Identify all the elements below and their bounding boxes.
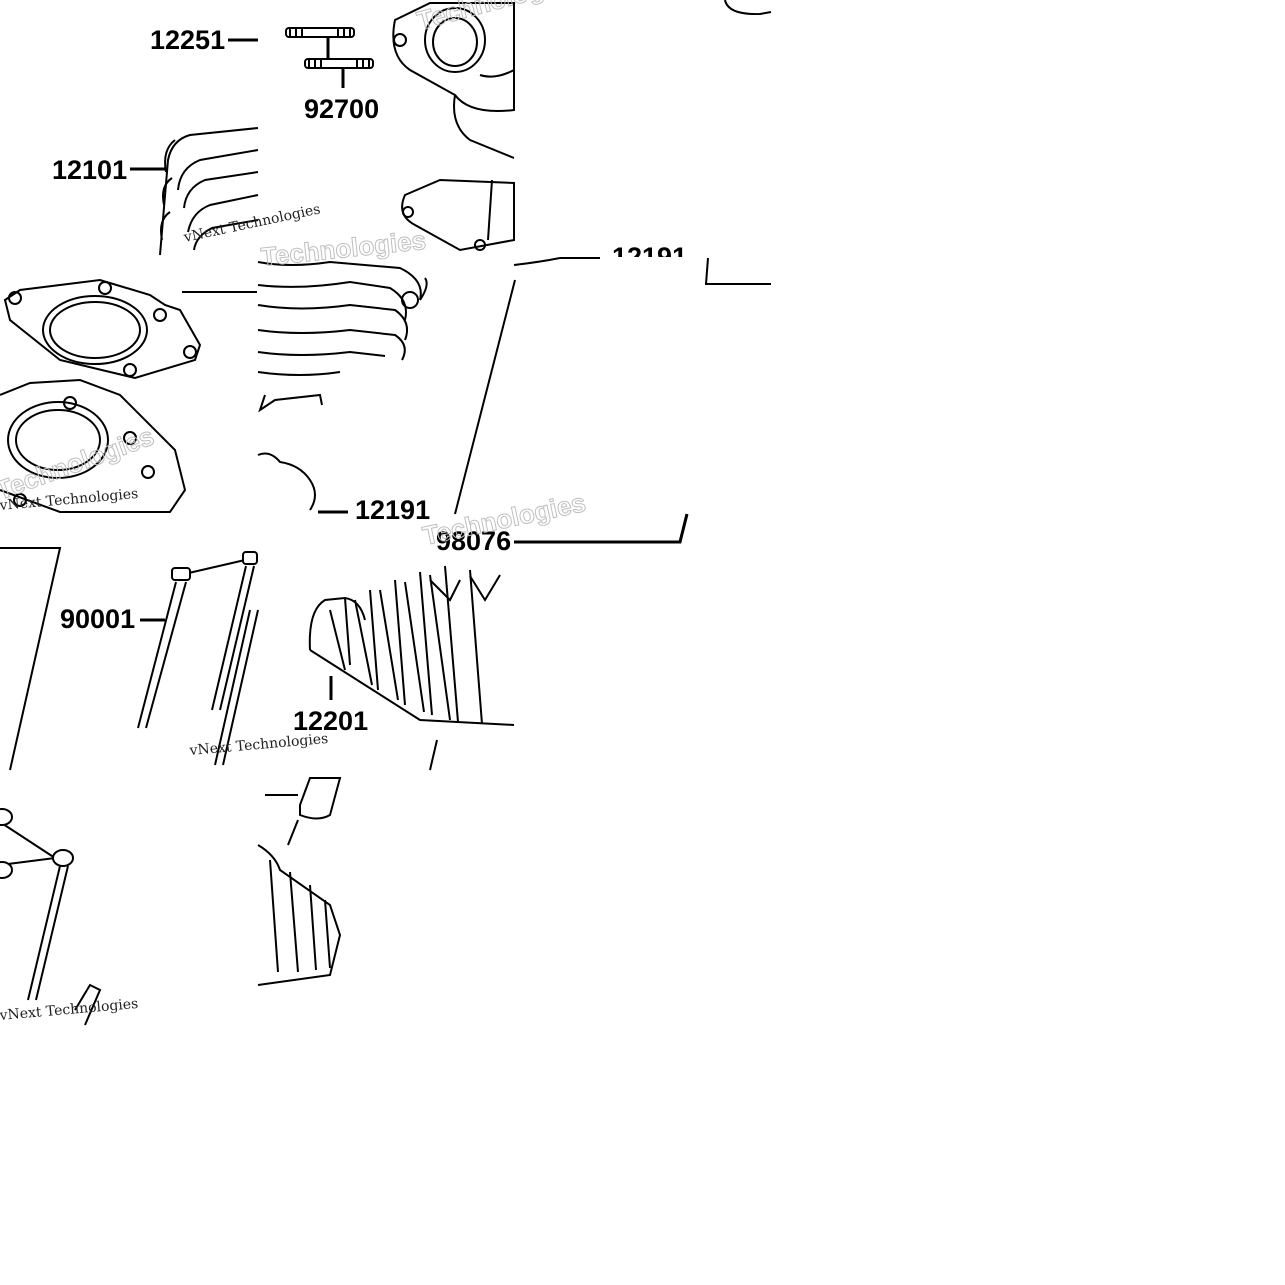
label-92700: 92700 xyxy=(304,94,379,124)
leader-98076 xyxy=(514,513,689,544)
cylinder-gaskets-drawing xyxy=(0,278,257,513)
label-12251: 12251 xyxy=(150,25,225,55)
label-12201: 12201 xyxy=(293,706,368,736)
tile-top-right-fragment xyxy=(513,0,772,285)
cylinder-body-drawing xyxy=(257,260,516,515)
tile-top-left xyxy=(159,127,259,256)
bolt-ends-drawing xyxy=(0,808,102,1026)
label-12101: 12101 xyxy=(52,155,127,185)
label-12191: 12191 xyxy=(355,495,430,525)
exhaust-flange-drawing xyxy=(392,2,515,252)
label-90001: 90001 xyxy=(60,604,135,634)
label-98076: 98076 xyxy=(436,526,511,556)
cylinder-head-drawing xyxy=(308,565,515,771)
label-12191-cut: 12191 xyxy=(612,242,687,272)
head-bolts-drawing xyxy=(0,547,259,771)
stud-bolts-drawing xyxy=(285,27,374,69)
spark-plug-head-drawing xyxy=(257,777,342,986)
